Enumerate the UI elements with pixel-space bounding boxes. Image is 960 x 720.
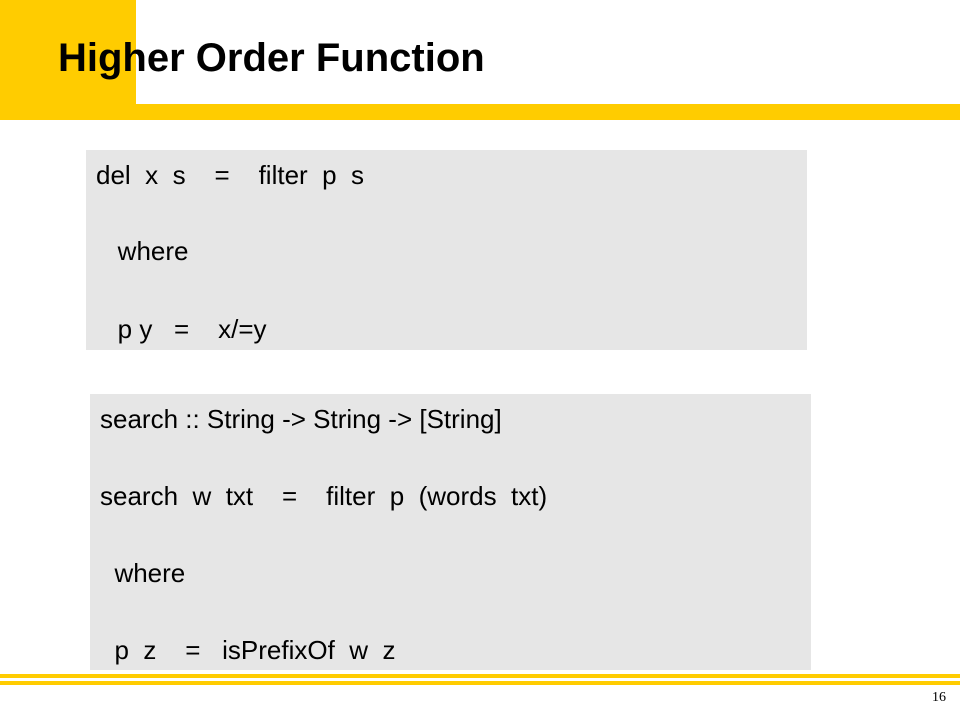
title-underline-bar (0, 104, 960, 120)
code-line: where (96, 236, 189, 266)
code-line: search :: String -> String -> [String] (100, 404, 502, 434)
footer-divider-bottom (0, 681, 960, 685)
code-line: where (100, 558, 186, 588)
code-line: search w txt = filter p (words txt) (100, 481, 548, 511)
title-accent-block (0, 0, 136, 118)
page-number: 16 (932, 690, 946, 705)
code-line: del x s = filter p s (96, 160, 365, 190)
code-block-del: del x s = filter p s where p y = x/=y (86, 150, 807, 350)
slide-title: Higher Order Function (58, 36, 485, 80)
footer-divider-top (0, 674, 960, 678)
code-line: p y = x/=y (96, 314, 267, 344)
code-line: p z = isPrefixOf w z (100, 635, 396, 665)
code-block-search: search :: String -> String -> [String] s… (90, 394, 811, 670)
